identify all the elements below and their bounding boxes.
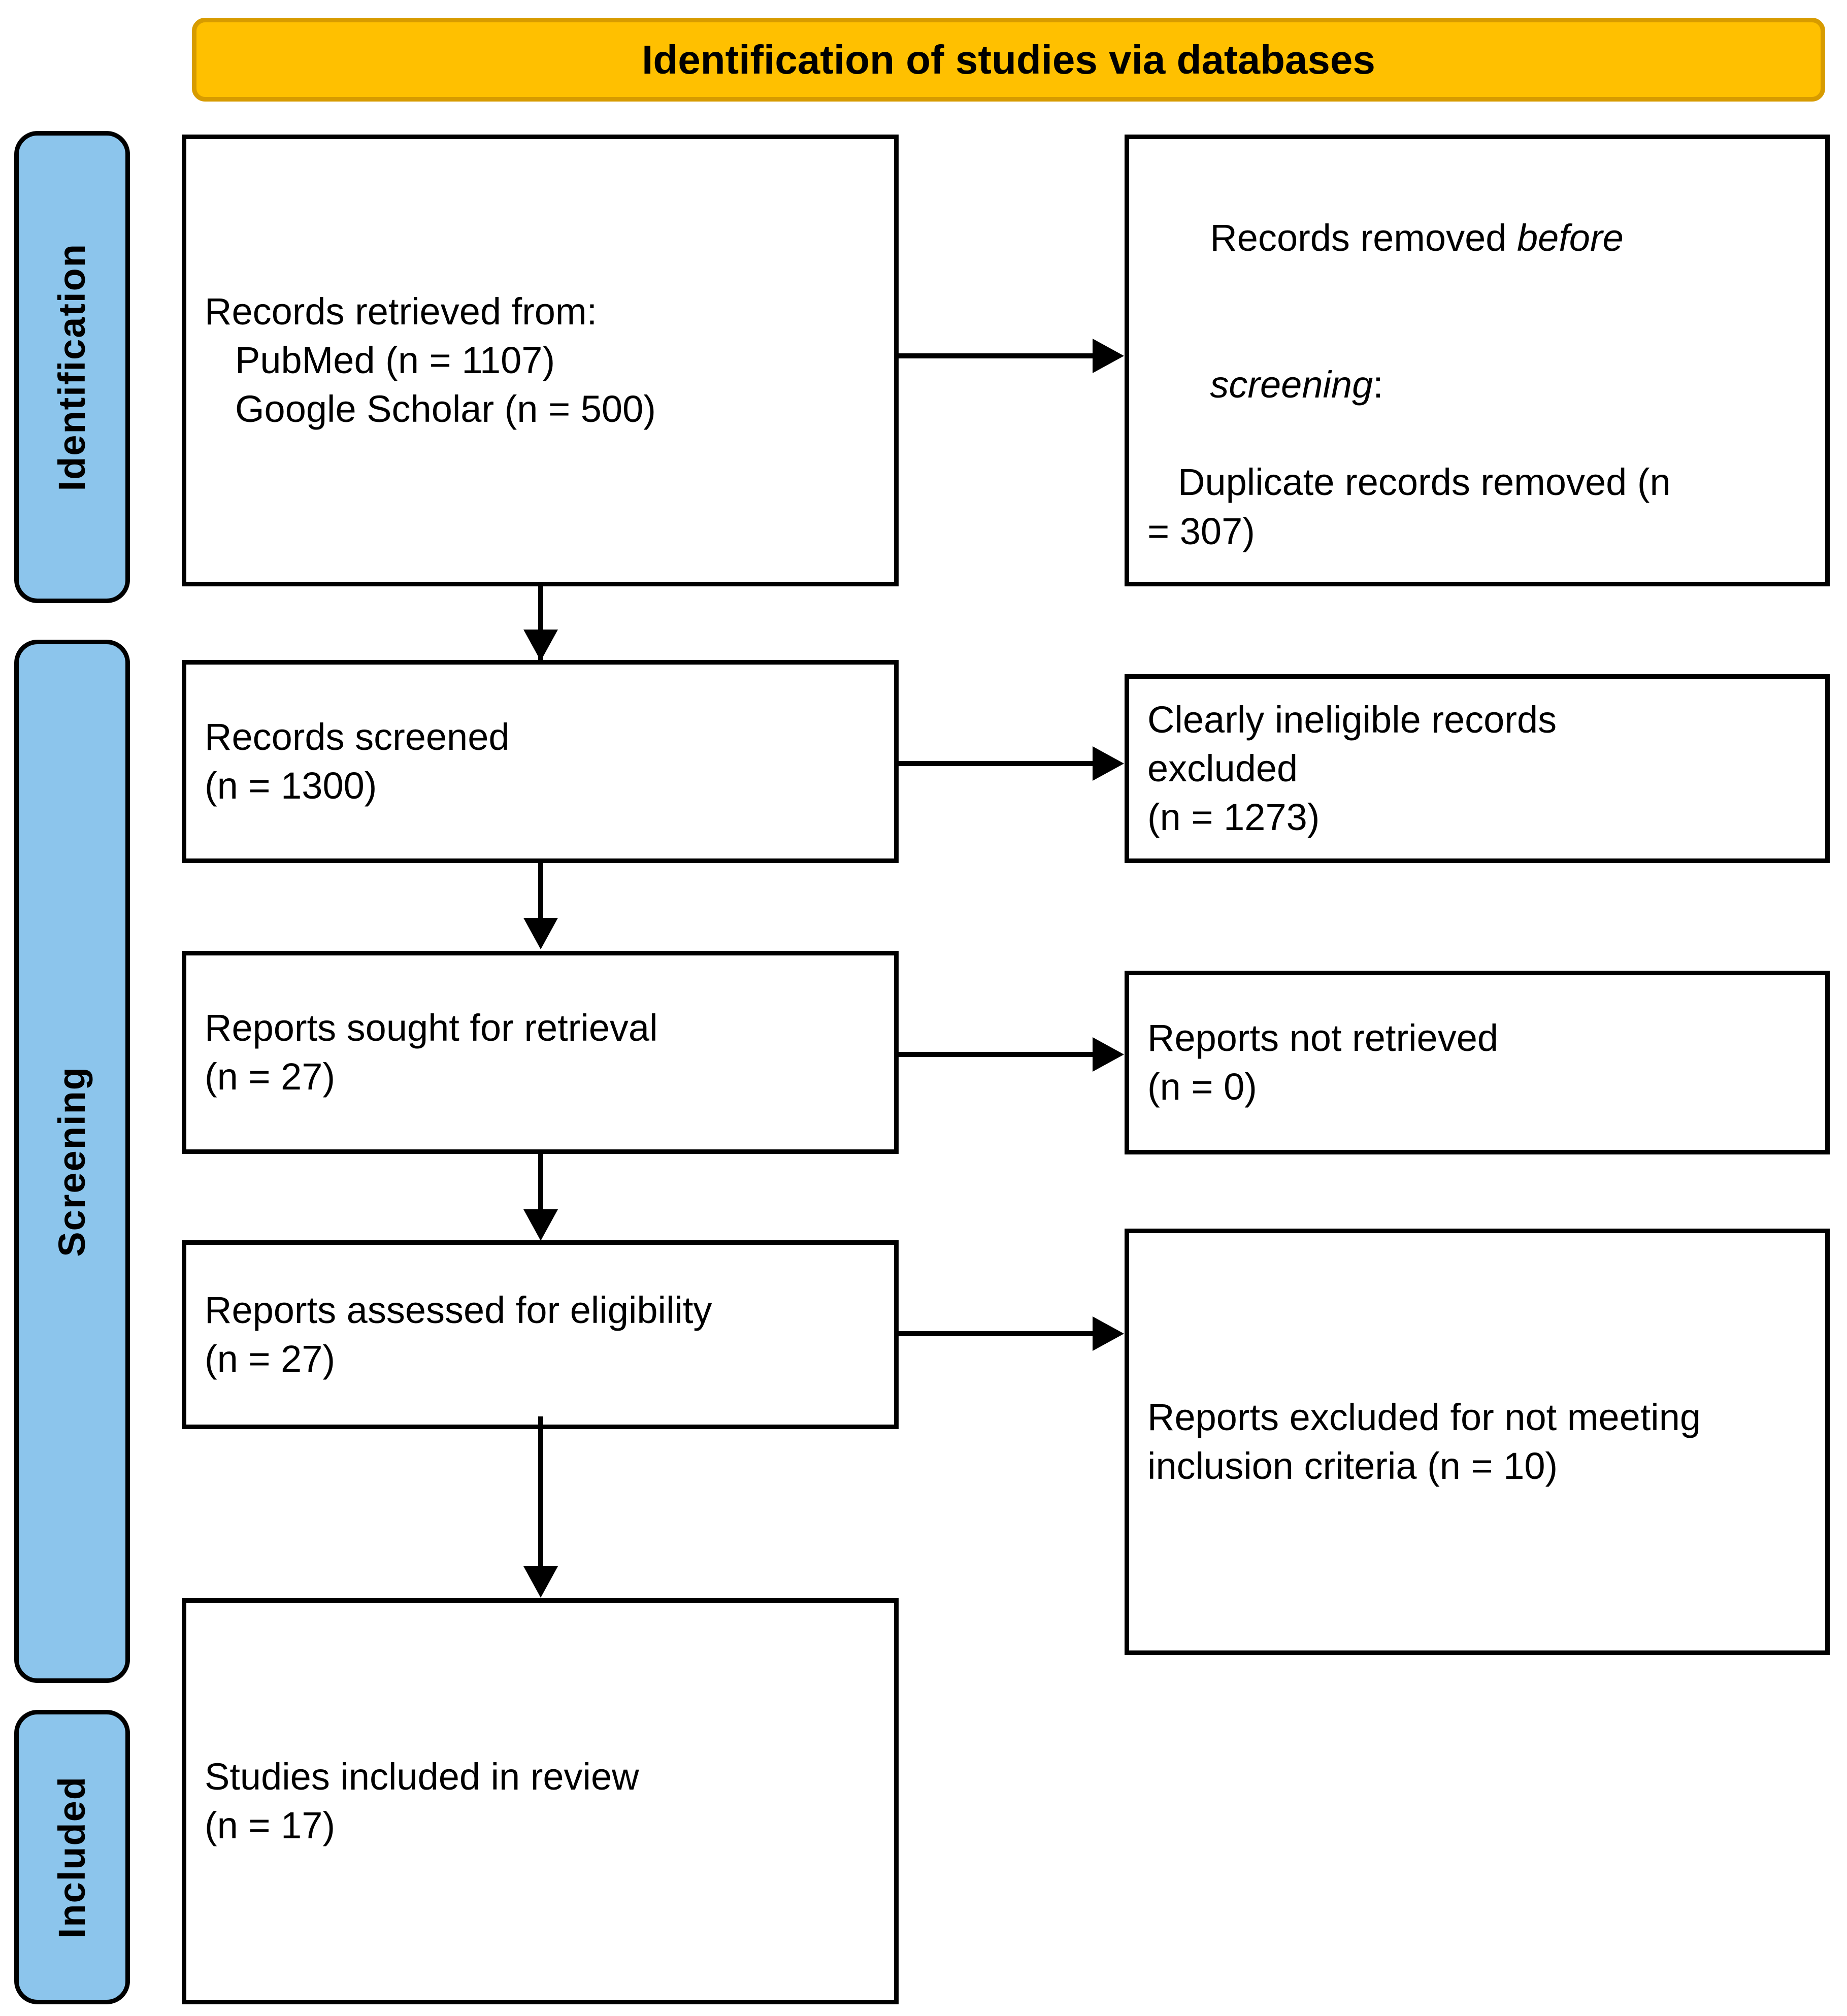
records-removed-line-1: Records removed before [1147,165,1807,312]
connector-sought-to-assessed [538,1154,543,1228]
box-reports-not-retrieved: Reports not retrieved (n = 0) [1125,971,1830,1154]
arrow-assessed-to-excluded [1093,1316,1124,1351]
reports-sought-line-2: (n = 27) [205,1055,336,1098]
arrow-retrieved-to-removed [1093,339,1124,373]
ineligible-excluded-line-2: excluded [1147,747,1298,789]
studies-included-line-1: Studies included in review [205,1755,639,1798]
ineligible-excluded-line-3: (n = 1273) [1147,796,1320,839]
banner-title: Identification of studies via databases [642,37,1375,82]
records-retrieved-line-2: PubMed (n = 1107) [235,339,555,381]
reports-assessed-line-1: Reports assessed for eligibility [205,1288,712,1331]
records-retrieved-line-1: Records retrieved from: [205,290,598,333]
phase-screening-label: Screening [51,1066,93,1257]
box-reports-sought-for-retrieval: Reports sought for retrieval (n = 27) [182,951,899,1154]
banner-identification-via-databases: Identification of studies via databases [192,18,1825,102]
records-removed-line-2: screening: [1147,312,1807,458]
box-reports-excluded: Reports excluded for not meeting inclusi… [1125,1229,1830,1655]
phase-included: Included [14,1710,130,2004]
reports-not-retrieved-line-1: Reports not retrieved [1147,1016,1499,1059]
box-records-removed-before-screening: Records removed before screening: Duplic… [1125,135,1830,586]
box-reports-assessed-for-eligibility: Reports assessed for eligibility (n = 27… [182,1240,899,1429]
studies-included-line-2: (n = 17) [205,1804,336,1846]
phase-identification-label: Identification [51,243,93,491]
connector-retrieved-to-screened [538,586,543,663]
records-removed-line-1-text: Records removed [1210,217,1517,259]
connector-screened-to-sought [538,863,543,937]
records-screened-line-1: Records screened [205,715,510,758]
arrow-screened-to-ineligible [1093,746,1124,781]
arrow-sought-to-not-retrieved [1093,1037,1124,1072]
phase-screening: Screening [14,640,130,1683]
records-screened-line-2: (n = 1300) [205,765,377,807]
connector-retrieved-to-removed [899,353,1097,358]
box-records-retrieved: Records retrieved from: PubMed (n = 1107… [182,135,899,586]
connector-sought-to-not-retrieved [899,1052,1097,1057]
reports-not-retrieved-line-2: (n = 0) [1147,1066,1257,1108]
arrow-assessed-to-included [523,1566,558,1598]
arrow-retrieved-to-screened [523,630,558,661]
phase-identification: Identification [14,131,130,603]
connector-screened-to-ineligible [899,761,1097,766]
ineligible-excluded-line-1: Clearly ineligible records [1147,698,1557,741]
box-records-screened: Records screened (n = 1300) [182,660,899,863]
box-clearly-ineligible-excluded: Clearly ineligible records excluded (n =… [1125,674,1830,863]
reports-assessed-line-2: (n = 27) [205,1338,336,1380]
reports-sought-line-1: Reports sought for retrieval [205,1006,658,1049]
phase-included-label: Included [51,1775,93,1939]
reports-excluded-line-2: inclusion criteria (n = 10) [1147,1445,1558,1487]
records-removed-line-3: Duplicate records removed (n [1178,461,1671,504]
records-removed-line-4: = 307) [1147,510,1255,552]
records-removed-colon: : [1373,363,1383,406]
records-retrieved-line-3: Google Scholar (n = 500) [235,388,656,431]
connector-assessed-to-included [538,1416,543,1584]
records-removed-before-italic: before [1516,217,1624,259]
arrow-screened-to-sought [523,918,558,949]
connector-assessed-to-excluded [899,1331,1097,1336]
records-removed-screening-italic: screening [1210,363,1373,406]
arrow-sought-to-assessed [523,1209,558,1241]
box-studies-included-in-review: Studies included in review (n = 17) [182,1598,899,2004]
reports-excluded-line-1: Reports excluded for not meeting [1147,1396,1701,1438]
